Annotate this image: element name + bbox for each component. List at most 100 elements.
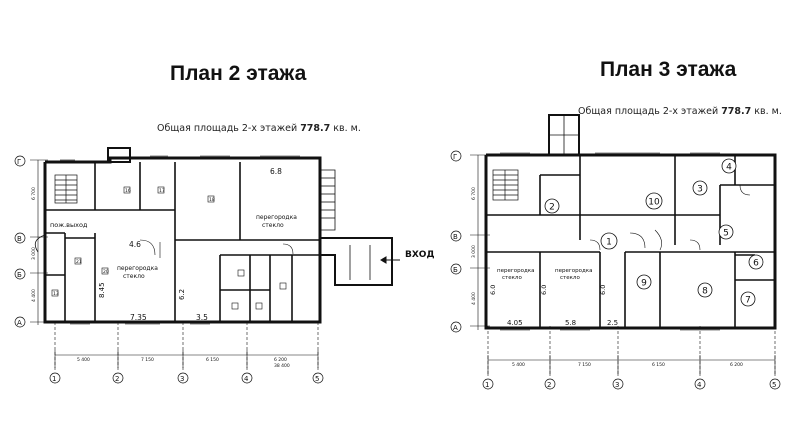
plan2-dim-3: 8.45 — [98, 282, 106, 298]
plan3-room-marker — [692, 180, 708, 196]
plan3-axis-B: Б — [453, 266, 458, 274]
plan3-dim-2: 5.8 — [565, 319, 576, 327]
plan2-dim-1: 6.8 — [270, 167, 282, 176]
plan2-room-label: 16 — [125, 188, 131, 194]
plan3-room-label: 9 — [641, 279, 647, 289]
plan3-axis-G: Г — [453, 153, 457, 161]
plan2-room-label: 20 — [103, 269, 109, 275]
plan3-partition-2a: перегородка — [555, 268, 592, 274]
plan3-axis-bubbles — [450, 150, 781, 390]
plan3-dim-3: 2.5 — [607, 319, 618, 327]
plan3-room-marker — [645, 192, 663, 210]
plan3-room-label: 1 — [606, 238, 612, 248]
plan2-title: План 2 этажа — [170, 62, 307, 85]
plan3-drawing — [470, 114, 777, 376]
plan2-vdim-2: 3 000 — [31, 247, 37, 260]
plan3-vdim-2: 3 000 — [471, 245, 477, 258]
plan2-room-label: 13 — [53, 291, 59, 297]
plan3-room-markers — [544, 158, 764, 307]
plan3-room-label: 8 — [702, 287, 708, 297]
plan2-dim-2: 4.6 — [129, 240, 141, 249]
plan2-axis-2: 2 — [115, 375, 119, 383]
plan3-vdim-1: 6 700 — [471, 187, 477, 200]
plan3-room-marker — [721, 158, 737, 174]
plan3-partition-1a: перегородка — [497, 268, 534, 274]
plan3-axis-5: 5 — [772, 381, 776, 389]
plan2-axis-4: 4 — [244, 375, 249, 383]
plan2-labels: пож.выход перегородка стекло перегородка… — [17, 158, 434, 383]
plan2-partition-right-1: перегородка — [256, 214, 297, 221]
plan3-partition-1b: стекло — [502, 275, 522, 281]
plan3-room-marker — [600, 232, 618, 250]
plan3-partition-2b: стекло — [560, 275, 580, 281]
plan3-room-marker — [748, 254, 764, 270]
plan3-dim-5: 6.0 — [540, 285, 548, 295]
plan3-axis-V: В — [453, 233, 458, 241]
plan2-dim-5: 7.35 — [130, 313, 147, 322]
plan3-room-marker — [718, 224, 734, 240]
plan3-axis-A: А — [453, 324, 458, 332]
plan3-room-label: 4 — [726, 163, 732, 173]
plan3-area-prefix: Общая площадь 2-х этажей — [578, 106, 719, 117]
plan2-partition-center-1: перегородка — [117, 265, 158, 272]
plan2-axis-5: 5 — [315, 375, 319, 383]
plan2-area-caption: Общая площадь 2-х этажей 778.7 кв. м. — [157, 123, 361, 134]
plan3-room-label: 3 — [697, 185, 703, 195]
plan2-dim-4: 6.2 — [178, 289, 186, 300]
plan2-area-prefix: Общая площадь 2-х этажей — [157, 123, 298, 134]
plan3-vdim-3: 4 400 — [471, 292, 477, 305]
plan2-axis-1: 1 — [52, 375, 56, 383]
plan2-vdim-1: 6 700 — [31, 187, 37, 200]
plan2-area-unit: кв. м. — [333, 123, 361, 134]
plan2-exit-label: пож.выход — [50, 221, 88, 229]
plan3-axis-1: 1 — [485, 381, 489, 389]
plan3-room-marker — [697, 282, 713, 298]
plan2-dim-6: 3.5 — [196, 313, 208, 322]
plan2-span-3: 6 150 — [206, 357, 219, 363]
plan2-total: 38 400 — [274, 363, 290, 369]
plan2-axis-G: Г — [17, 158, 21, 166]
plan3-area-caption: Общая площадь 2-х этажей 778.7 кв. м. — [578, 106, 782, 117]
plan3-room-label: 6 — [753, 259, 759, 269]
plan2-axis-B: Б — [17, 271, 22, 279]
plan2-span-4: 6 200 — [274, 357, 287, 363]
plan3-room-marker — [636, 274, 652, 290]
plan2-entrance-label: ВХОД — [405, 250, 434, 260]
plan3-dim-6: 6.0 — [599, 285, 607, 295]
plan2-span-2: 7 150 — [141, 357, 154, 363]
plan3-labels: 1 2 3 4 5 6 7 8 9 10 — [549, 163, 759, 306]
plan3-room-label: 7 — [745, 296, 751, 306]
plan3-dim-1: 4.05 — [507, 319, 523, 327]
plan3-notes: перегородка стекло перегородка стекло 4.… — [453, 153, 776, 389]
plan2-room-label: 21 — [76, 259, 82, 265]
plan2-entrance-arrow — [380, 256, 400, 264]
plan2-axis-bubbles — [14, 155, 324, 384]
plan3-room-marker — [740, 291, 756, 307]
plan2-vdim-3: 4 400 — [31, 289, 37, 302]
plan2-area-value: 778.7 — [300, 123, 331, 134]
plan2-partition-center-2: стекло — [123, 273, 145, 280]
plan3-span-4: 6 200 — [730, 362, 743, 368]
plan3-title: План 3 этажа — [600, 58, 737, 81]
plan2-partition-right-2: стекло — [262, 222, 284, 229]
plan3-room-label: 5 — [723, 229, 729, 239]
plan2-room-label: 17 — [159, 188, 165, 194]
plan3-span-3: 6 150 — [652, 362, 665, 368]
plan3-area-unit: кв. м. — [754, 106, 782, 117]
plan3-dim-4: 6.0 — [489, 285, 497, 295]
plan3-axis-4: 4 — [697, 381, 702, 389]
plan3-span-2: 7 150 — [578, 362, 591, 368]
plan2-axis-A: А — [17, 319, 22, 327]
plan3-axis-2: 2 — [547, 381, 551, 389]
plan3-area-value: 778.7 — [721, 106, 752, 117]
plan3-room-marker — [544, 198, 560, 214]
plan2-room-label: 18 — [209, 197, 215, 203]
plan2-drawing — [30, 147, 393, 370]
plan3-span-1: 5 400 — [512, 362, 525, 368]
plan2-axis-V: В — [17, 235, 22, 243]
plan3-room-label: 10 — [648, 198, 660, 208]
plan3-axis-3: 3 — [615, 381, 619, 389]
plan3-room-label: 2 — [549, 203, 555, 213]
plan2-axis-3: 3 — [180, 375, 184, 383]
